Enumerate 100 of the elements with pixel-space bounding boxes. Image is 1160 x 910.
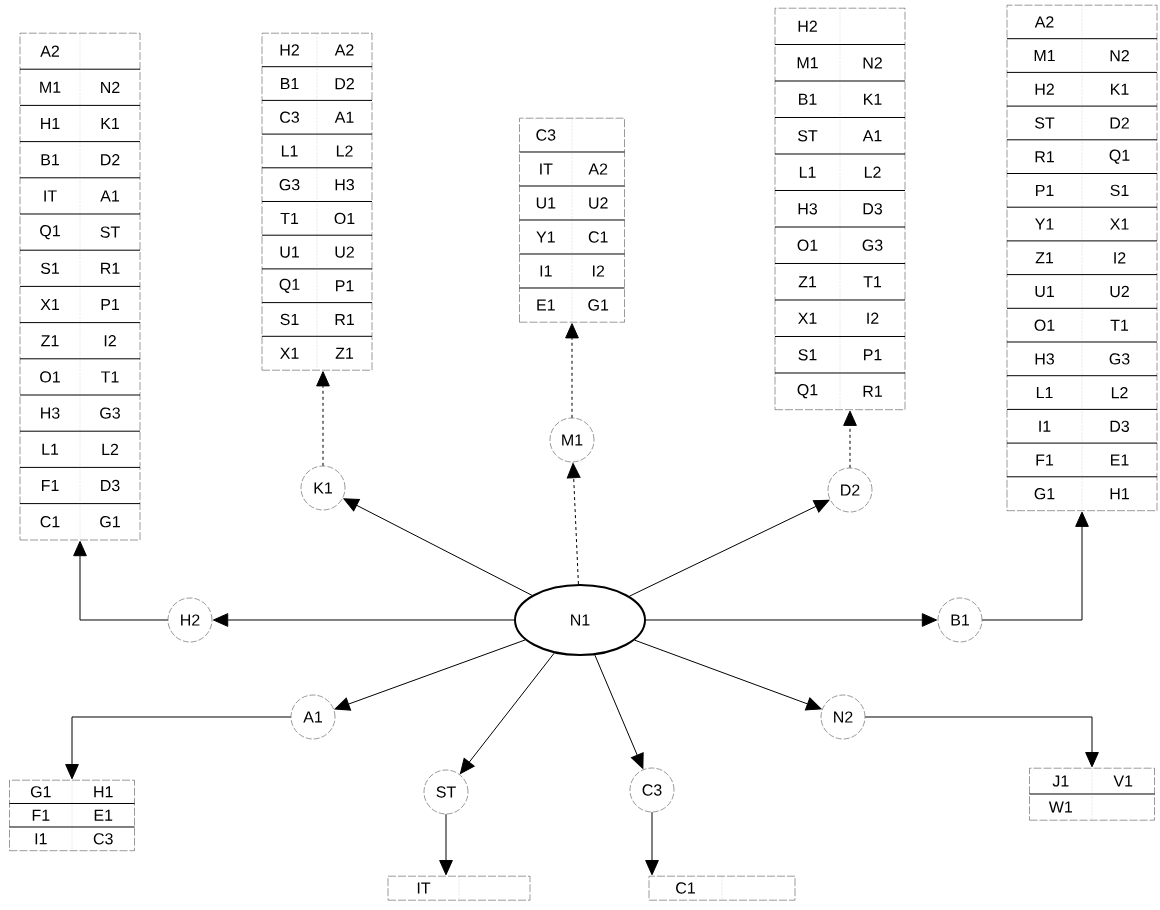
table-entry: C1 — [588, 231, 608, 243]
table-entry: H2 — [1035, 83, 1054, 95]
table-entry: Z1 — [41, 335, 59, 347]
table-entry: G1 — [30, 786, 51, 798]
table-entry: S1 — [280, 313, 299, 326]
table-entry: A2 — [1034, 16, 1054, 28]
table-entry: U2 — [1110, 285, 1129, 298]
table-entry: Q1 — [797, 384, 818, 399]
arrow — [981, 511, 1089, 621]
table — [1029, 767, 1155, 821]
arrow — [629, 499, 830, 597]
table-entry: L1 — [281, 145, 298, 157]
table-entry: I2 — [1114, 252, 1126, 264]
table-entry: M1 — [1034, 50, 1055, 62]
table-entry: I2 — [593, 265, 605, 277]
table-entry: H3 — [798, 203, 817, 215]
table-entry: Q1 — [1109, 149, 1130, 164]
table-entry: Y1 — [1035, 218, 1054, 230]
table-entry: I1 — [1039, 420, 1051, 432]
table — [9, 779, 135, 851]
table-entry: H1 — [94, 786, 113, 798]
table-entry: C3 — [280, 111, 299, 123]
table-entry: ST — [1035, 117, 1055, 129]
table — [519, 117, 625, 323]
circle-node: C3 — [629, 767, 675, 813]
table-entry: L2 — [102, 443, 119, 455]
table-entry: S1 — [40, 262, 59, 274]
table-entry: T1 — [101, 371, 119, 383]
table-entry: A1 — [100, 190, 119, 202]
table-entry: D2 — [101, 154, 120, 166]
arrow — [645, 613, 938, 627]
table-entry: X1 — [798, 312, 817, 324]
table-entry: Z1 — [335, 347, 354, 359]
table-entry: Q1 — [279, 278, 300, 293]
table-entry: X1 — [40, 299, 59, 310]
table-entry: H1 — [41, 118, 60, 129]
table-entry: C1 — [676, 882, 695, 894]
table — [648, 875, 796, 901]
arrow — [73, 540, 169, 621]
table-entry: G3 — [100, 407, 120, 419]
table-entry: T1 — [1110, 319, 1129, 331]
arrow — [565, 323, 579, 419]
table-entry: S1 — [798, 349, 817, 361]
table-entry: X1 — [280, 347, 299, 359]
circle-node: D2 — [827, 467, 873, 513]
table-entry: B1 — [799, 93, 817, 105]
table-entry: P1 — [1036, 184, 1054, 196]
table-entry: H1 — [1110, 488, 1129, 500]
table-entry: O1 — [40, 371, 60, 383]
table-entry: IT — [540, 163, 553, 175]
arrow — [316, 371, 330, 467]
table-entry: U1 — [536, 197, 556, 209]
table-entry: IT — [417, 882, 431, 894]
table-entry: D3 — [101, 479, 120, 492]
table-entry: E1 — [1111, 454, 1129, 466]
table-entry: M1 — [40, 81, 61, 93]
table-entry: A1 — [862, 130, 882, 142]
table-entry: P1 — [336, 280, 354, 292]
table-entry: I2 — [867, 312, 879, 324]
table-entry: P1 — [864, 349, 882, 361]
table-entry: C3 — [93, 833, 113, 845]
table-entry: F1 — [32, 809, 50, 821]
arrow — [343, 498, 533, 596]
table-entry: R1 — [335, 314, 354, 325]
table-entry: I2 — [104, 335, 116, 347]
table-entry: A2 — [334, 44, 354, 56]
table-entry: Z1 — [1035, 252, 1054, 264]
circle-node: N2 — [820, 694, 866, 740]
table — [387, 875, 531, 901]
table-entry: D3 — [1110, 420, 1129, 432]
table-entry: F1 — [42, 480, 59, 491]
table-entry: N2 — [1110, 50, 1129, 62]
table — [774, 7, 906, 410]
table-entry: N2 — [101, 81, 120, 93]
table-entry: S1 — [1110, 184, 1129, 197]
table-entry: V1 — [1113, 775, 1133, 787]
table-entry: Y1 — [536, 231, 555, 243]
table-entry: H2 — [280, 44, 299, 56]
table-entry: K1 — [101, 118, 119, 129]
arrow — [566, 462, 581, 585]
table-entry: L1 — [799, 166, 816, 178]
table-entry: R1 — [863, 385, 882, 397]
table-entry: D3 — [863, 203, 882, 215]
circle-node: B1 — [937, 597, 983, 643]
table-entry: O1 — [797, 239, 818, 251]
table — [19, 32, 141, 541]
table-entry: I1 — [35, 833, 47, 845]
table-entry: U2 — [589, 197, 608, 209]
table-entry: U1 — [1035, 285, 1054, 298]
table-entry: F1 — [1036, 454, 1054, 466]
table-entry: H3 — [41, 407, 60, 419]
table-entry: J1 — [1052, 775, 1069, 787]
table-entry: T1 — [280, 212, 299, 224]
table-entry: P1 — [101, 299, 119, 310]
table-entry: H3 — [1035, 353, 1054, 365]
arrow — [334, 639, 526, 711]
circle-node: K1 — [300, 465, 346, 511]
table-entry: G3 — [279, 179, 300, 191]
table-entry: B1 — [281, 78, 299, 90]
arrow — [864, 716, 1099, 768]
